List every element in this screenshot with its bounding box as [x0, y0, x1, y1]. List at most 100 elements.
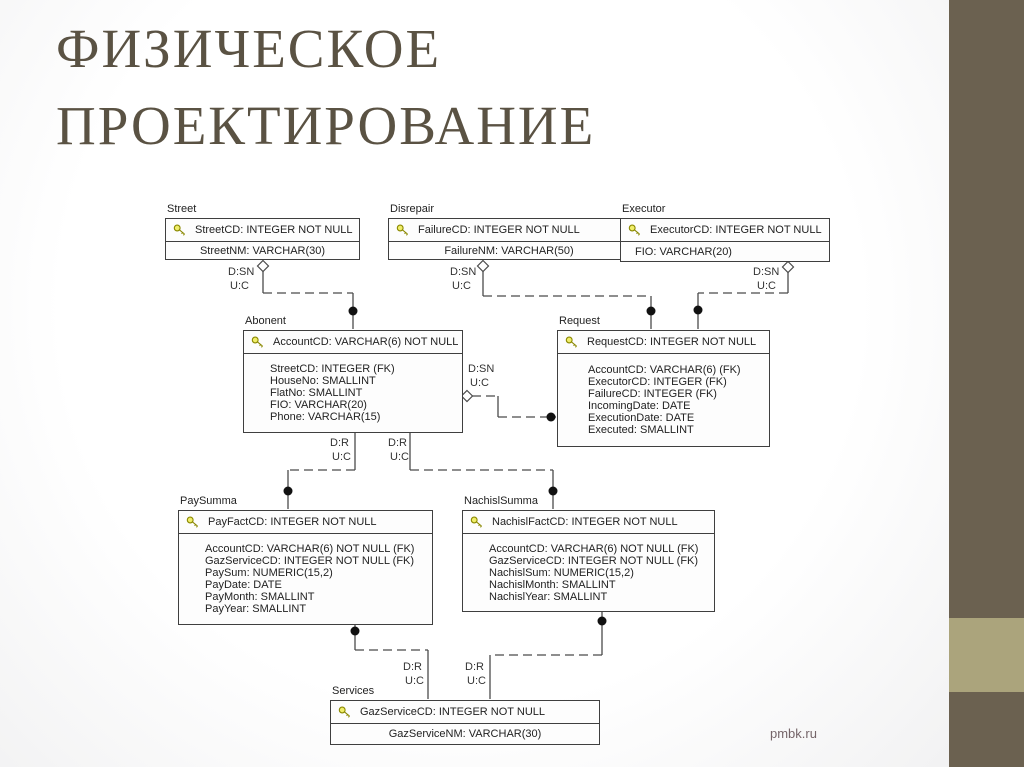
cardinality-label: U:C: [757, 280, 776, 292]
column-row: FlatNo: SMALLINT: [270, 387, 363, 399]
optional-diamond-marker: [781, 260, 795, 274]
primary-key-label: FailureCD: INTEGER NOT NULL: [418, 224, 580, 236]
column-row: GazServiceNM: VARCHAR(30): [388, 728, 542, 740]
optional-diamond-marker: [256, 259, 270, 273]
optional-diamond-marker: [460, 389, 474, 403]
primary-key-label: AccountCD: VARCHAR(6) NOT NULL: [273, 336, 459, 348]
column-row: GazServiceCD: INTEGER NOT NULL (FK): [205, 555, 415, 567]
optional-diamond-marker: [476, 259, 490, 273]
column-row: IncomingDate: DATE: [588, 400, 691, 412]
primary-key-label: GazServiceCD: INTEGER NOT NULL: [360, 706, 546, 718]
cardinality-label: D:SN: [450, 266, 476, 278]
attribute-list: AccountCD: VARCHAR(6) NOT NULL (FK)GazSe…: [463, 534, 714, 611]
entity-name-nachislsumma: NachislSumma: [464, 495, 538, 507]
column-row: ExecutorCD: INTEGER (FK): [588, 376, 727, 388]
child-end-dot: [693, 305, 703, 315]
right-accent-bar: [949, 0, 1024, 767]
column-row: PayMonth: SMALLINT: [205, 591, 315, 603]
attribute-list: StreetNM: VARCHAR(30): [166, 242, 359, 259]
primary-key-row: FailureCD: INTEGER NOT NULL: [389, 219, 629, 242]
primary-key-row: GazServiceCD: INTEGER NOT NULL: [331, 701, 599, 724]
column-row: StreetCD: INTEGER (FK): [270, 363, 395, 375]
key-icon: [186, 516, 200, 528]
cardinality-label: U:C: [452, 280, 471, 292]
cardinality-label: D:R: [403, 661, 422, 673]
attribute-list: FIO: VARCHAR(20): [621, 242, 829, 261]
primary-key-label: PayFactCD: INTEGER NOT NULL: [208, 516, 377, 528]
entity-name-request: Request: [559, 315, 600, 327]
title-line-2: ПРОЕКТИРОВАНИЕ: [56, 95, 596, 156]
column-row: HouseNo: SMALLINT: [270, 375, 376, 387]
cardinality-label: D:SN: [468, 363, 494, 375]
column-row: FailureNM: VARCHAR(50): [444, 244, 574, 257]
column-row: ExecutionDate: DATE: [588, 412, 695, 424]
column-row: StreetNM: VARCHAR(30): [199, 244, 326, 257]
key-icon: [338, 706, 352, 718]
cardinality-label: U:C: [467, 675, 486, 687]
cardinality-label: D:R: [330, 437, 349, 449]
primary-key-row: PayFactCD: INTEGER NOT NULL: [179, 511, 432, 534]
column-row: Phone: VARCHAR(15): [270, 411, 381, 423]
cardinality-label: D:R: [465, 661, 484, 673]
primary-key-label: ExecutorCD: INTEGER NOT NULL: [650, 224, 822, 236]
cardinality-label: U:C: [230, 280, 249, 292]
column-row: NachislSum: NUMERIC(15,2): [489, 566, 634, 579]
column-row: NachislMonth: SMALLINT: [489, 578, 616, 591]
child-end-dot: [548, 486, 558, 496]
cardinality-label: D:R: [388, 437, 407, 449]
slide-title: ФИЗИЧЕСКОЕ ПРОЕКТИРОВАНИЕ: [56, 10, 595, 164]
attribute-list: GazServiceNM: VARCHAR(30): [331, 724, 599, 744]
title-line-1: ФИЗИЧЕСКОЕ: [56, 18, 442, 79]
child-end-dot: [283, 486, 293, 496]
column-row: GazServiceCD: INTEGER NOT NULL (FK): [489, 554, 699, 567]
key-icon: [470, 516, 484, 528]
primary-key-row: NachislFactCD: INTEGER NOT NULL: [463, 511, 714, 534]
cardinality-label: D:SN: [228, 266, 254, 278]
primary-key-label: RequestCD: INTEGER NOT NULL: [587, 336, 757, 348]
attribute-list: AccountCD: VARCHAR(6) NOT NULL (FK)GazSe…: [179, 534, 432, 624]
primary-key-label: NachislFactCD: INTEGER NOT NULL: [492, 516, 678, 528]
key-icon: [565, 336, 579, 348]
primary-key-row: AccountCD: VARCHAR(6) NOT NULL: [244, 331, 462, 354]
column-row: FIO: VARCHAR(20): [270, 399, 367, 411]
entity-name-disrepair: Disrepair: [390, 203, 435, 215]
child-end-dot: [646, 306, 656, 316]
column-row: AccountCD: VARCHAR(6) (FK): [588, 364, 741, 376]
key-icon: [173, 224, 187, 236]
column-row: Executed: SMALLINT: [588, 424, 694, 436]
column-row: AccountCD: VARCHAR(6) NOT NULL (FK): [205, 543, 415, 555]
child-end-dot: [350, 626, 360, 636]
primary-key-row: ExecutorCD: INTEGER NOT NULL: [621, 219, 829, 242]
column-row: NachislYear: SMALLINT: [489, 590, 608, 603]
column-row: AccountCD: VARCHAR(6) NOT NULL (FK): [489, 542, 699, 555]
child-end-dot: [597, 616, 607, 626]
primary-key-row: RequestCD: INTEGER NOT NULL: [558, 331, 769, 354]
key-icon: [396, 224, 410, 236]
column-row: FIO: VARCHAR(20): [635, 245, 732, 258]
cardinality-label: U:C: [470, 377, 489, 389]
cardinality-label: U:C: [390, 451, 409, 463]
column-row: PayYear: SMALLINT: [205, 603, 307, 615]
key-icon: [251, 336, 265, 348]
cardinality-label: U:C: [332, 451, 351, 463]
child-end-dot: [348, 306, 358, 316]
entity-name-services: Services: [332, 685, 375, 697]
column-row: PaySum: NUMERIC(15,2): [205, 567, 333, 579]
attribute-list: FailureNM: VARCHAR(50): [389, 242, 629, 259]
child-end-dot: [546, 412, 556, 422]
entity-name-executor: Executor: [622, 203, 666, 215]
entity-name-abonent: Abonent: [245, 315, 286, 327]
cardinality-label: D:SN: [753, 266, 779, 278]
